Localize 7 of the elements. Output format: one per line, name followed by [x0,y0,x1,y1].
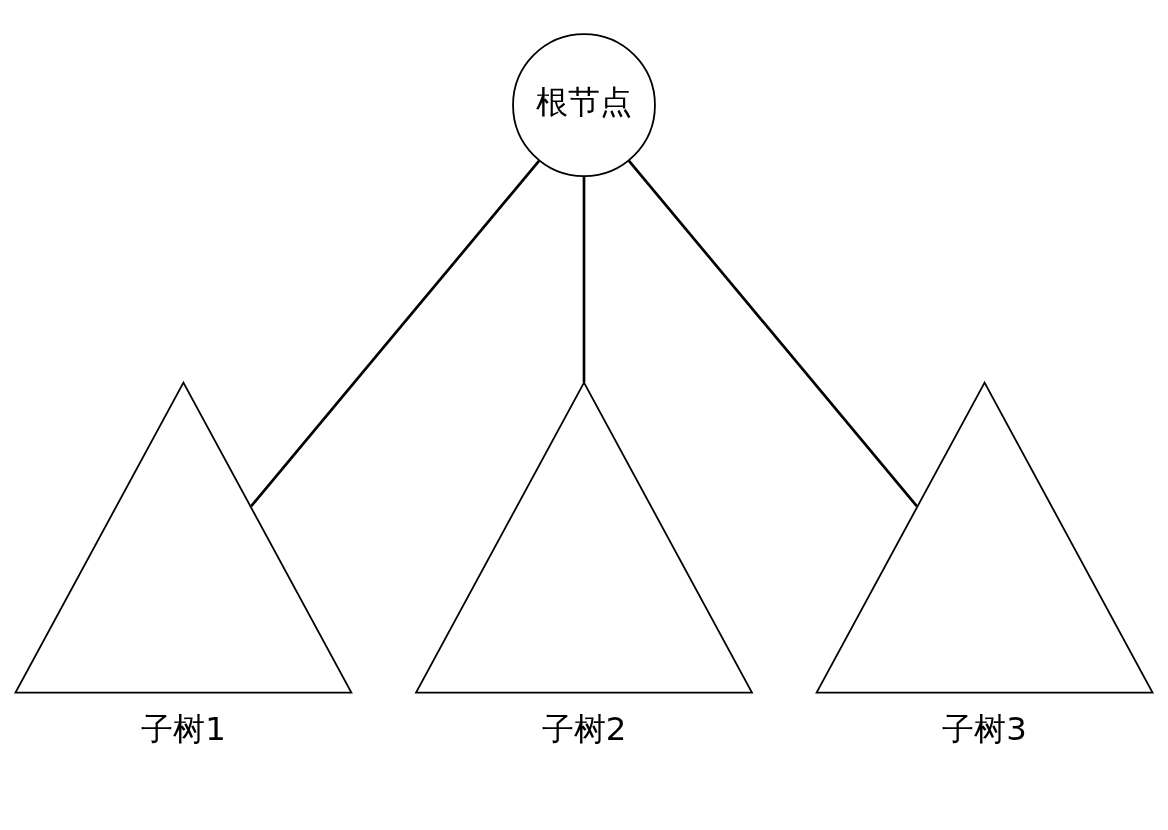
node-circle: 根节点 [512,33,656,177]
connector [627,159,918,507]
node-label: 子树3 [942,709,1027,748]
connector [582,176,586,383]
node-label: 子树2 [541,709,627,748]
connector [250,159,541,507]
node-label: 子树1 [141,709,226,748]
